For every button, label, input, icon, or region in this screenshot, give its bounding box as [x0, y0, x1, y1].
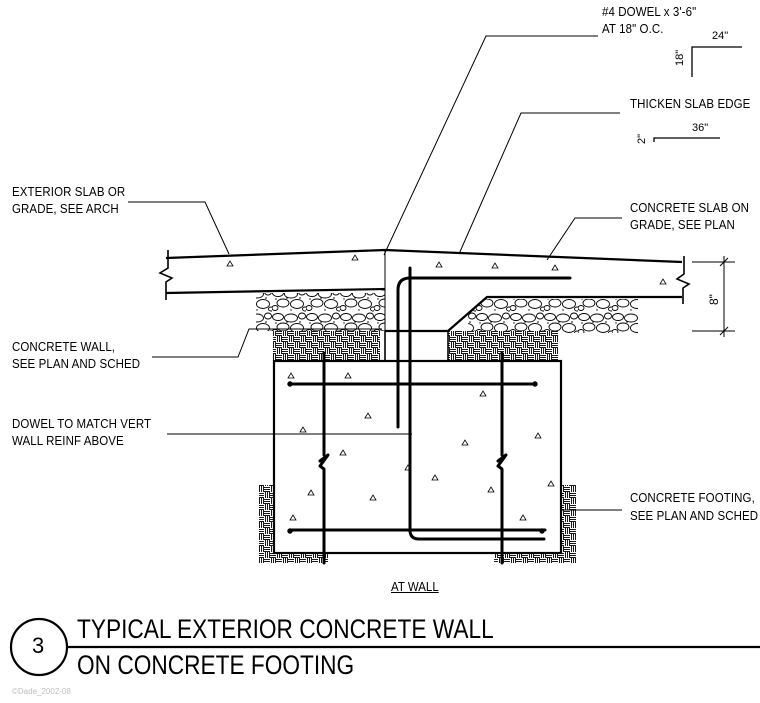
gravel-left [256, 291, 390, 331]
gravel-right [468, 299, 638, 333]
leader-lines [128, 35, 622, 511]
soil-left-of-footing [259, 485, 274, 563]
exterior-slab-label-2: GRADE, SEE ARCH [12, 202, 119, 216]
dowel-label: #4 DOWEL x 3'-6" [602, 5, 697, 19]
concrete-slab-label-2: GRADE, SEE PLAN [630, 218, 735, 232]
dowel-shape-diagram [691, 46, 742, 77]
right-vertical-bar [496, 351, 508, 565]
slab-thickened-edge-bottom [385, 295, 682, 333]
bar-dot-1 [287, 381, 293, 387]
leader-thicken [458, 112, 620, 255]
footing-outline [272, 359, 563, 555]
thicken-shape [653, 137, 720, 142]
bar-dot-2 [532, 381, 538, 387]
exterior-slab-label-1: EXTERIOR SLAB OR [12, 185, 126, 199]
title-line-2: ON CONCRETE FOOTING [77, 650, 355, 680]
thicken-drop-dim: 2" [636, 133, 648, 144]
dowel-leg-horizontal-dim: 24" [712, 30, 729, 42]
thicken-length-dim: 36" [692, 122, 709, 134]
slab-depth-dimension [692, 256, 735, 337]
leader-dowel [383, 35, 598, 256]
footing-label-2: SEE PLAN AND SCHED [630, 509, 759, 523]
concrete-slab-label-1: CONCRETE SLAB ON [630, 201, 750, 215]
dowel-leg-vertical-dim: 18" [674, 49, 686, 66]
dowel-shape [691, 46, 742, 77]
dowel-match-label-1: DOWEL TO MATCH VERT [12, 417, 152, 431]
watermark-text: ©Dade_2002-08 [12, 687, 71, 696]
title-line-1: TYPICAL EXTERIOR CONCRETE WALL [77, 614, 494, 644]
slab-bottom-left [165, 287, 386, 295]
dowel-match-label-2: WALL REINF ABOVE [12, 434, 124, 448]
leader-exterior-slab [128, 201, 230, 255]
slab-depth-dim: 8" [707, 294, 721, 305]
left-vertical-bar [318, 351, 330, 565]
leader-concrete-wall [152, 328, 382, 358]
bar-dot-3 [287, 528, 293, 534]
concrete-footing [272, 331, 563, 555]
bar-dot-4 [539, 528, 545, 534]
reinforcing-bars [287, 266, 572, 565]
leader-concrete-slab [546, 217, 622, 261]
concrete-wall-label-2: SEE PLAN AND SCHED [12, 357, 141, 371]
detail-number: 3 [32, 633, 45, 658]
thicken-shape-diagram [653, 137, 720, 142]
concrete-wall-label-1: CONCRETE WALL, [12, 340, 116, 354]
soil-under-slab-left [273, 331, 380, 361]
title-block-graphics [9, 617, 760, 677]
soil-below-footing-left [272, 553, 328, 563]
break-line-right [675, 256, 691, 304]
footing-label-1: CONCRETE FOOTING, [630, 491, 755, 505]
concrete-aggregate-marks [226, 254, 667, 521]
break-line-left [158, 250, 174, 300]
soil-right-of-footing [561, 485, 576, 563]
gravel-base [256, 291, 638, 333]
thicken-slab-label: THICKEN SLAB EDGE [630, 97, 751, 111]
soil-hatch [259, 331, 576, 563]
dowel-spacing-label: AT 18" O.C. [602, 22, 664, 36]
soil-below-footing-right [494, 553, 564, 563]
at-wall-label: AT WALL [391, 580, 439, 594]
